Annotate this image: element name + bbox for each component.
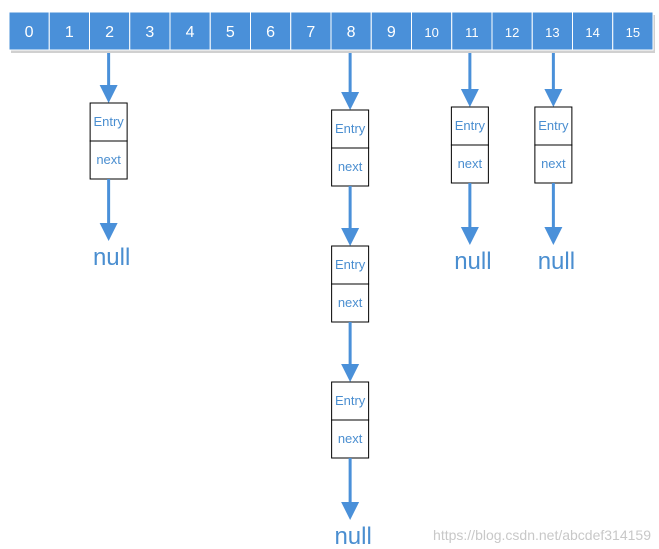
entry-node: Entry next: [331, 245, 370, 323]
next-label: next: [96, 152, 121, 167]
entry-cell: [331, 381, 370, 421]
array-cell-label: 14: [585, 25, 599, 40]
watermark: https://blog.csdn.net/abcdef314159: [433, 527, 651, 543]
array-cell-5: [209, 11, 251, 51]
entry-cell: [89, 102, 128, 142]
array-cell-12: [491, 11, 533, 51]
array-cell-15: [612, 11, 654, 51]
entry-label: Entry: [93, 114, 124, 129]
array-cell-label: 12: [505, 25, 519, 40]
next-arrow: [341, 186, 360, 246]
pointer-arrow: [341, 53, 360, 110]
next-label: next: [338, 295, 363, 310]
array-cell-label: 6: [266, 24, 275, 41]
pointer-arrow: [544, 53, 563, 107]
array-cell-11: [451, 11, 493, 51]
array-cell-label: 7: [306, 24, 315, 41]
bucket-chains: EntrynextnullEntrynextEntrynextEntrynext…: [89, 53, 575, 549]
array-cell-14: [572, 11, 614, 51]
next-label: next: [541, 156, 566, 171]
entry-label: Entry: [538, 118, 569, 133]
array-cell-3: [129, 11, 171, 51]
next-label: next: [338, 159, 363, 174]
pointer-arrow: [99, 53, 118, 103]
array-cell-1: [48, 11, 90, 51]
entry-label: Entry: [335, 257, 366, 272]
array-cell-2: [89, 11, 131, 51]
array-cell-label: 2: [105, 24, 114, 41]
entry-label: Entry: [335, 393, 366, 408]
array-cell-4: [169, 11, 211, 51]
array-cell-label: 9: [387, 24, 396, 41]
array-cell-label: 8: [347, 24, 356, 41]
array-cell-0: [8, 11, 50, 51]
array-cell-label: 13: [545, 25, 559, 40]
array-cell-13: [531, 11, 573, 51]
null-arrow: [341, 458, 360, 520]
null-label: null: [538, 248, 575, 275]
entry-cell: [534, 106, 573, 146]
next-label: next: [458, 156, 483, 171]
null-label: null: [334, 523, 371, 549]
array-cell-label: 1: [65, 24, 74, 41]
array-cell-label: 0: [25, 24, 34, 41]
entry-cell: [331, 245, 370, 285]
entry-node: Entry next: [331, 109, 370, 187]
array-cell-label: 15: [626, 25, 640, 40]
entry-node: Entry next: [450, 106, 489, 184]
entry-node: Entry next: [89, 102, 128, 180]
entry-node: Entry next: [534, 106, 573, 184]
entry-cell: [450, 106, 489, 146]
entry-node: Entry next: [331, 381, 370, 459]
entry-cell: [331, 109, 370, 149]
next-cell: [331, 147, 370, 187]
array-cell-label: 11: [465, 25, 479, 40]
pointer-arrow: [460, 53, 479, 107]
array-cell-7: [290, 11, 332, 51]
null-label: null: [454, 248, 491, 275]
next-cell: [89, 140, 128, 180]
next-arrow: [341, 322, 360, 382]
next-label: next: [338, 431, 363, 446]
entry-label: Entry: [455, 118, 486, 133]
null-arrow: [544, 183, 563, 245]
null-arrow: [460, 183, 479, 245]
array-cell-10: [411, 11, 453, 51]
null-arrow: [99, 179, 118, 241]
array-cell-label: 4: [186, 24, 195, 41]
array-cell-9: [370, 11, 412, 51]
array-cell-8: [330, 11, 372, 51]
array-cell-label: 5: [226, 24, 235, 41]
null-label: null: [93, 244, 130, 271]
entry-label: Entry: [335, 121, 366, 136]
array-cell-label: 3: [145, 24, 154, 41]
array-cell-label: 10: [424, 25, 438, 40]
next-cell: [534, 144, 573, 184]
